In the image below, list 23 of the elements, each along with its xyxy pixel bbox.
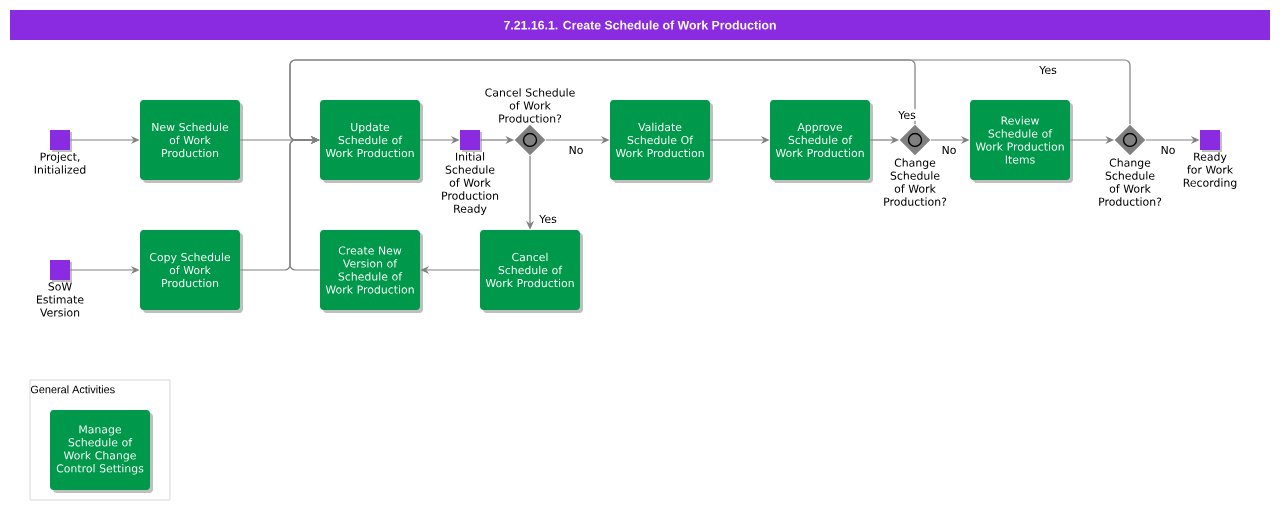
task-box: New Schedule of Work Production: [140, 100, 243, 183]
edge-label: No: [566, 144, 586, 156]
edge-label: Yes: [896, 109, 918, 121]
task-box: Create New Version of Schedule of Work Production: [320, 230, 423, 313]
gateway-label: Change Schedule of Work Production?: [1099, 158, 1162, 206]
task-box: Update Schedule of Work Production: [320, 100, 423, 183]
title-bar: 7.21.16.1. Create Schedule of Work Production: [10, 10, 1270, 40]
task-box: Manage Schedule of Work Change Control Settings: [50, 410, 153, 493]
event-label: Ready for Work Recording: [1183, 152, 1237, 189]
task-box: Copy Schedule of Work Production: [140, 230, 243, 313]
event-label: Project, Initialized: [34, 152, 86, 174]
event-label: SoW Estimate Version: [37, 282, 84, 317]
task-box: Approve Schedule of Work Production: [770, 100, 873, 183]
edge-label: Yes: [1037, 64, 1059, 76]
task-box: Cancel Schedule of Work Production: [480, 230, 583, 313]
edge-label: No: [939, 144, 959, 156]
gateway-label: Cancel Schedule of Work Production?: [485, 88, 575, 123]
event-label: Initial Schedule of Work Production Ready: [442, 152, 499, 215]
edge-label: No: [1158, 144, 1178, 156]
task-box: Review Schedule of Work Production Items: [970, 100, 1073, 183]
gateway-label: Change Schedule of Work Production?: [884, 158, 947, 206]
edge-label: Yes: [537, 213, 559, 225]
task-box: Validate Schedule Of Work Production: [610, 100, 713, 183]
